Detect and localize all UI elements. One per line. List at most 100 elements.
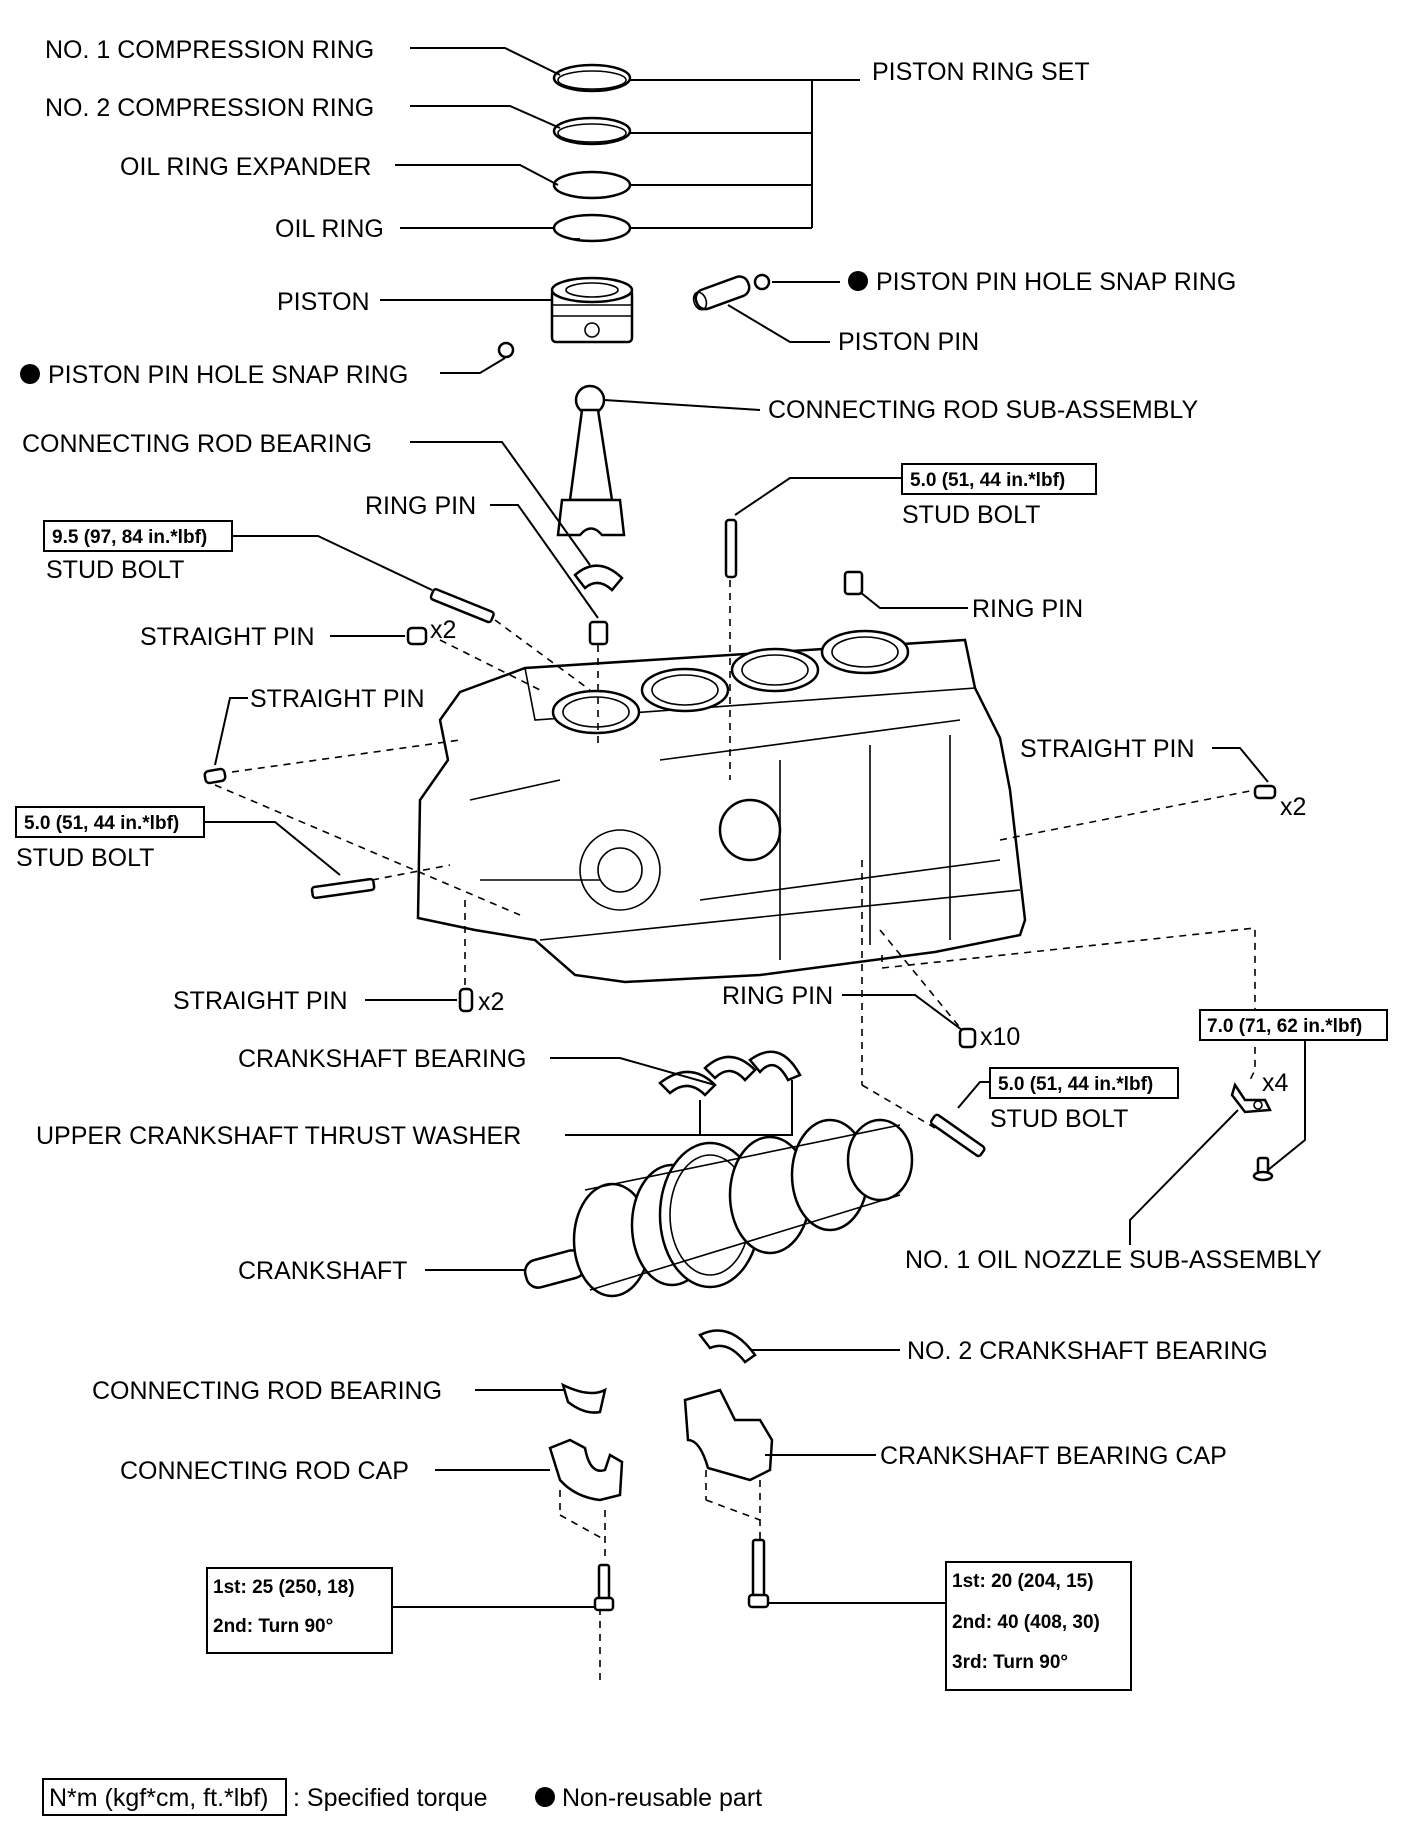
legend-non-reusable-dot — [535, 1787, 555, 1807]
label-connecting-rod-bearing-upper: CONNECTING ROD BEARING — [22, 430, 372, 458]
torque-stud-bolt-lower-right: 5.0 (51, 44 in.*lbf) — [998, 1074, 1153, 1095]
label-no2-compression-ring: NO. 2 COMPRESSION RING — [45, 94, 374, 122]
straight-pin-3-part — [1253, 784, 1277, 800]
torque-box-bearing-cap — [945, 1561, 1132, 1691]
label-crankshaft: CRANKSHAFT — [238, 1257, 407, 1285]
leader-ring-pin-lower — [842, 994, 963, 1031]
label-crankshaft-bearing: CRANKSHAFT BEARING — [238, 1045, 526, 1073]
ring-leaders — [395, 47, 860, 229]
label-upper-crankshaft-thrust-washer: UPPER CRANKSHAFT THRUST WASHER — [36, 1122, 521, 1150]
piston-rings — [552, 63, 632, 243]
legend-non-reusable: Non-reusable part — [562, 1784, 762, 1812]
torque-box-rod-cap — [206, 1567, 393, 1654]
torque-bearing-cap-2nd: 2nd: 40 (408, 30) — [952, 1612, 1100, 1633]
stud-bolt-top-part — [724, 518, 738, 579]
leader-straight-pin-3 — [1212, 747, 1269, 783]
leader-ring-pin-upper — [490, 504, 599, 619]
non-reusable-dot-snap-ring-right — [848, 271, 868, 291]
label-straight-pin-4: STRAIGHT PIN — [173, 987, 348, 1015]
label-ring-pin-upper: RING PIN — [365, 492, 476, 520]
piston-pin-part — [692, 275, 751, 311]
ring-pin-lower-part — [958, 1027, 977, 1049]
leader-snap-ring-left — [440, 357, 506, 374]
leader-upper-thrust-washer — [565, 1080, 793, 1136]
torque-box-oil-nozzle — [1199, 1009, 1388, 1041]
label-snap-ring-right: PISTON PIN HOLE SNAP RING — [876, 268, 1236, 296]
label-ring-pin-lower: RING PIN — [722, 982, 833, 1010]
label-straight-pin-2: STRAIGHT PIN — [250, 685, 425, 713]
label-piston-ring-set: PISTON RING SET — [872, 58, 1090, 86]
snap-ring-right-part — [753, 273, 771, 291]
label-straight-pin-3: STRAIGHT PIN — [1020, 735, 1195, 763]
label-oil-ring-expander: OIL RING EXPANDER — [120, 153, 371, 181]
label-piston: PISTON — [277, 288, 370, 316]
connecting-rod-cap-part — [548, 1438, 624, 1502]
label-connecting-rod-cap: CONNECTING ROD CAP — [120, 1457, 409, 1485]
straight-pin-1-part — [406, 626, 428, 646]
bearing-cap-bolt-part — [747, 1538, 770, 1609]
stud-bolt-left-upper-part — [429, 588, 495, 624]
crankshaft-bearing-cap-part — [683, 1388, 774, 1482]
no2-crankshaft-bearing-part — [698, 1329, 757, 1364]
leader-stud-bolt-lower-right — [957, 1081, 990, 1109]
label-snap-ring-left: PISTON PIN HOLE SNAP RING — [48, 361, 408, 389]
label-connecting-rod-bearing-lower: CONNECTING ROD BEARING — [92, 1377, 442, 1405]
leader-connecting-rod-bearing-upper — [410, 441, 591, 566]
snap-ring-left-part — [497, 341, 515, 359]
torque-rod-cap-1st: 1st: 25 (250, 18) — [213, 1577, 355, 1598]
cylinder-block-part — [416, 629, 1027, 984]
leader-piston-pin — [727, 304, 830, 343]
label-connecting-rod-sub-assembly: CONNECTING ROD SUB-ASSEMBLY — [768, 396, 1198, 424]
label-straight-pin-1: STRAIGHT PIN — [140, 623, 315, 651]
stud-bolt-lower-right-part — [929, 1113, 986, 1158]
non-reusable-dot-snap-ring-left — [20, 364, 40, 384]
qty-straight-pin-4: x2 — [478, 988, 504, 1016]
legend: N*m (kgf*cm, ft.*lbf) : Specified torque… — [42, 1778, 762, 1816]
oil-nozzle-part — [1230, 1082, 1274, 1182]
connecting-rod-part — [556, 384, 626, 537]
leader-ring-pin-right — [859, 591, 968, 609]
torque-box-stud-bolt-top — [901, 463, 1097, 495]
leader-stud-bolt-left-upper — [232, 535, 433, 591]
torque-stud-bolt-top: 5.0 (51, 44 in.*lbf) — [910, 470, 1065, 491]
label-stud-bolt-lower-right: STUD BOLT — [990, 1105, 1128, 1133]
label-crankshaft-bearing-cap: CRANKSHAFT BEARING CAP — [880, 1442, 1227, 1470]
connecting-rod-bearing-lower-part — [561, 1382, 607, 1414]
piston-part — [550, 276, 634, 344]
torque-stud-bolt-left-upper: 9.5 (97, 84 in.*lbf) — [52, 527, 207, 548]
crankshaft-bearings-part — [658, 1050, 802, 1097]
label-oil-ring: OIL RING — [275, 215, 384, 243]
leader-stud-bolt-left-lower — [204, 821, 341, 876]
label-no2-crankshaft-bearing: NO. 2 CRANKSHAFT BEARING — [907, 1337, 1268, 1365]
torque-box-stud-bolt-left-lower — [15, 806, 205, 838]
torque-rod-cap-2nd: 2nd: Turn 90° — [213, 1616, 333, 1637]
qty-oil-nozzle: x4 — [1262, 1069, 1289, 1097]
crankshaft-part — [523, 1118, 914, 1298]
torque-oil-nozzle: 7.0 (71, 62 in.*lbf) — [1207, 1016, 1362, 1037]
rod-cap-bolt-part — [593, 1563, 615, 1612]
torque-bearing-cap-1st: 1st: 20 (204, 15) — [952, 1571, 1094, 1592]
torque-bearing-cap-3rd: 3rd: Turn 90° — [952, 1652, 1068, 1673]
connecting-rod-bearing-upper-part — [573, 564, 624, 592]
label-stud-bolt-top: STUD BOLT — [902, 501, 1040, 529]
ring-pin-upper-part — [588, 620, 609, 646]
label-ring-pin-right: RING PIN — [972, 595, 1083, 623]
leader-oil-nozzle-torque — [1267, 1040, 1306, 1171]
leader-straight-pin-2 — [214, 697, 248, 766]
legend-torque-desc: : Specified torque — [293, 1784, 488, 1812]
ring-pin-right-part — [843, 570, 864, 596]
leader-crankshaft-bearing — [550, 1057, 716, 1086]
leader-connecting-rod — [603, 399, 761, 411]
stud-bolt-left-lower-part — [310, 877, 376, 900]
leader-oil-nozzle — [1129, 1109, 1239, 1245]
torque-box-stud-bolt-lower-right — [989, 1067, 1179, 1099]
legend-torque-unit: N*m (kgf*cm, ft.*lbf) — [49, 1784, 268, 1812]
label-no1-oil-nozzle-sub-assembly: NO. 1 OIL NOZZLE SUB-ASSEMBLY — [905, 1246, 1322, 1274]
torque-stud-bolt-left-lower: 5.0 (51, 44 in.*lbf) — [24, 813, 179, 834]
label-stud-bolt-left-upper: STUD BOLT — [46, 556, 184, 584]
straight-pin-2-part — [203, 767, 227, 785]
straight-pin-4-part — [458, 987, 474, 1013]
label-no1-compression-ring: NO. 1 COMPRESSION RING — [45, 36, 374, 64]
label-stud-bolt-left-lower: STUD BOLT — [16, 844, 154, 872]
qty-ring-pin-lower: x10 — [980, 1023, 1020, 1051]
